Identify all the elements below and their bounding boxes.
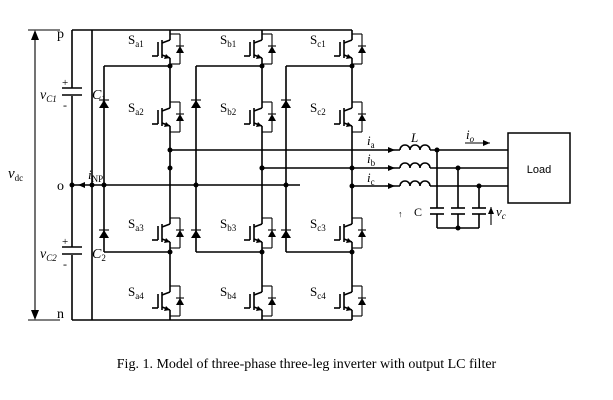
- switch-a3: Sa3: [128, 216, 194, 250]
- switch-c3: Sc3: [310, 216, 376, 250]
- switch-c2: Sc2: [310, 100, 376, 134]
- switch-a1: Sa1: [128, 32, 194, 66]
- vc2-label: vC2: [40, 247, 57, 263]
- switch-label-b3: Sb3: [220, 216, 237, 233]
- inductors: [399, 144, 431, 187]
- switch-label-c2: Sc2: [310, 100, 326, 117]
- load-box: [507, 132, 571, 204]
- clamp-diodes-c: [281, 65, 352, 253]
- c1-minus: -: [63, 98, 67, 112]
- switch-b1: Sb1: [220, 32, 286, 66]
- switch-label-c4: Sc4: [310, 284, 326, 301]
- junction-dot: [193, 182, 199, 188]
- switch-label-b4: Sb4: [220, 284, 237, 301]
- switch-b4: Sb4: [220, 284, 286, 318]
- capacitor-c2: [60, 246, 84, 255]
- switch-label-c3: Sc3: [310, 216, 326, 233]
- switch-label-a1: Sa1: [128, 32, 144, 49]
- switch-a2: Sa2: [128, 100, 194, 134]
- node-o-label: o: [57, 179, 64, 194]
- switch-a4: Sa4: [128, 284, 194, 318]
- vdc-label: vdc: [8, 166, 23, 183]
- junction-dot: [101, 182, 107, 188]
- node-p-label: p: [57, 27, 64, 42]
- output-lines: [430, 140, 508, 187]
- switch-c4: Sc4: [310, 284, 376, 318]
- vc-label: vc: [496, 204, 506, 221]
- c2-minus: -: [63, 257, 67, 271]
- capacitor-c1: [60, 87, 84, 96]
- vc1-label: vC1: [40, 88, 57, 104]
- filter-arrow-mark: ↑: [398, 209, 403, 219]
- dc-rails: [69, 29, 352, 321]
- switch-label-a2: Sa2: [128, 100, 144, 117]
- switch-label-a4: Sa4: [128, 284, 144, 301]
- ib-label: ib: [367, 151, 376, 168]
- clamp-diodes-b: [191, 65, 262, 253]
- phase-lines: [167, 147, 400, 189]
- load-label: Load: [527, 164, 551, 176]
- figure-caption: Fig. 1. Model of three-phase three-leg i…: [116, 357, 497, 372]
- inductor-label: L: [410, 130, 418, 145]
- switch-label-b1: Sb1: [220, 32, 236, 49]
- c1-plus: +: [62, 77, 68, 89]
- switch-b3: Sb3: [220, 216, 286, 250]
- ia-label: ia: [367, 133, 375, 150]
- switch-label-c1: Sc1: [310, 32, 326, 49]
- io-label: io: [466, 127, 475, 144]
- switch-b2: Sb2: [220, 100, 286, 134]
- ic-label: ic: [367, 170, 375, 187]
- switch-label-a3: Sa3: [128, 216, 144, 233]
- switch-c1: Sc1: [310, 32, 376, 66]
- junction-dot: [283, 182, 289, 188]
- junction-dot: [167, 165, 173, 171]
- vdc-arrow: [28, 29, 60, 321]
- c2-plus: +: [62, 236, 68, 248]
- clamp-diodes-a: [99, 65, 170, 253]
- filter-c-label: C: [414, 205, 422, 219]
- inp-label: iNP: [88, 167, 103, 184]
- switch-label-b2: Sb2: [220, 100, 236, 117]
- filter-capacitors: [430, 147, 494, 231]
- c2-label: C2: [92, 247, 106, 263]
- node-n-label: n: [57, 307, 64, 322]
